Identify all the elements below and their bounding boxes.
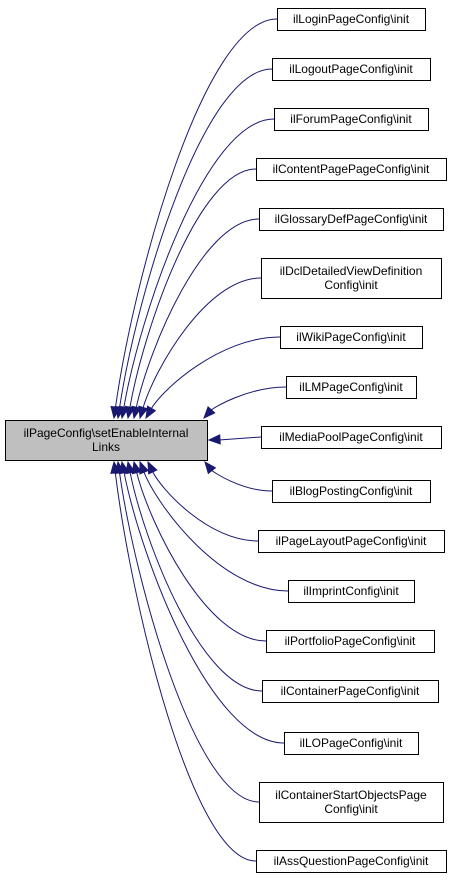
edge-arrowhead [207,434,221,445]
call-edge [129,471,263,692]
edge-arrowhead [139,460,150,475]
edge-arrowhead [138,405,149,420]
caller-node-label-line: ilDclDetailedViewDefinition [280,264,423,278]
caller-node-box [258,530,445,553]
call-edge [129,168,257,409]
call-edge [135,218,260,409]
caller-node[interactable]: ilLoginPageConfig\init [277,8,426,31]
caller-node[interactable]: ilForumPageConfig\init [274,108,429,131]
caller-node-label-line: ilGlossaryDefPageConfig\init [275,212,428,226]
caller-node-label-line: ilLoginPageConfig\init [293,12,410,26]
caller-node-box [274,108,429,131]
caller-node[interactable]: ilAssQuestionPageConfig\init [256,850,447,873]
caller-node[interactable]: ilPortfolioPageConfig\init [266,630,435,653]
caller-node-label-line: ilAssQuestionPageConfig\init [274,854,429,868]
caller-node[interactable]: ilContentPagePageConfig\init [256,158,447,181]
caller-node[interactable]: ilPageLayoutPageConfig\init [258,530,445,553]
edge-arrowhead [131,405,142,420]
caller-node[interactable]: ilMediaPoolPageConfig\init [261,426,442,449]
caller-node-box [266,630,435,653]
call-edge [123,471,285,744]
caller-node[interactable]: ilContainerPageConfig\init [262,680,439,703]
caller-node-label-line: ilBlogPostingConfig\init [290,484,413,498]
focus-node-label-line: Links [92,440,120,454]
caller-node-box [259,782,444,823]
caller-node-label-line: ilWikiPageConfig\init [296,330,406,344]
call-edge [210,469,273,492]
caller-node-label-line: ilMediaPoolPageConfig\init [279,430,423,444]
caller-node-label-line: ilPageLayoutPageConfig\init [276,534,427,548]
caller-node-label-line: Config\init [324,802,378,816]
caller-node-box [277,8,426,31]
caller-node-label-line: Config\init [324,278,378,292]
edge-arrowhead [147,460,158,475]
call-edge [119,68,273,409]
edges-layer [110,18,289,862]
edge-arrowhead [110,460,121,475]
call-edge [114,471,257,862]
edge-arrowhead [145,405,157,420]
caller-node[interactable]: ilLogoutPageConfig\init [272,58,431,81]
caller-node-label-line: ilForumPageConfig\init [290,112,412,126]
caller-node-box [256,850,447,873]
caller-node[interactable]: ilGlossaryDefPageConfig\init [259,208,444,231]
caller-node-label-line: ilContainerPageConfig\init [281,684,420,698]
caller-node-label-line: ilImprintConfig\init [303,584,399,598]
caller-node-box [261,258,442,299]
caller-node[interactable]: ilBlogPostingConfig\init [272,480,431,503]
edge-arrowhead [131,460,142,475]
focus-node-box [5,420,208,461]
caller-node-box [286,376,417,399]
caller-node-label-line: ilContainerStartObjectsPage [275,788,427,802]
call-edge [150,336,281,410]
call-edge [114,18,278,409]
caller-node-box [284,732,419,755]
call-edge [210,386,287,411]
edge-arrowhead [204,460,217,475]
edge-arrowhead [203,405,216,419]
call-edge [143,471,289,592]
caller-node[interactable]: ilImprintConfig\init [288,580,415,603]
caller-node-box [259,208,444,231]
caller-node-label-line: ilPortfolioPageConfig\init [285,634,416,648]
call-edge [135,471,267,642]
caller-node-label-line: ilContentPagePageConfig\init [273,162,430,176]
call-edge [151,470,259,542]
call-edge [142,277,262,409]
caller-node-box [261,426,442,449]
caller-node-label-line: ilLOPageConfig\init [300,736,403,750]
caller-node-box [272,480,431,503]
caller-node[interactable]: ilLOPageConfig\init [284,732,419,755]
call-edge [123,118,275,409]
caller-node-box [288,580,415,603]
caller-node[interactable]: ilWikiPageConfig\init [280,326,423,349]
caller-node-label-line: ilLMPageConfig\init [299,380,403,394]
caller-node-box [272,58,431,81]
caller-node-box [262,680,439,703]
focus-node-label-line: ilPageConfig\setEnableInternal [24,426,189,440]
caller-node-label-line: ilLogoutPageConfig\init [289,62,413,76]
caller-node-box [280,326,423,349]
call-edge [118,471,260,803]
caller-node-box [256,158,447,181]
caller-node[interactable]: ilLMPageConfig\init [286,376,417,399]
call-edge [218,436,262,441]
nodes-layer: ilLoginPageConfig\init ilLogoutPageConfig… [5,8,447,873]
